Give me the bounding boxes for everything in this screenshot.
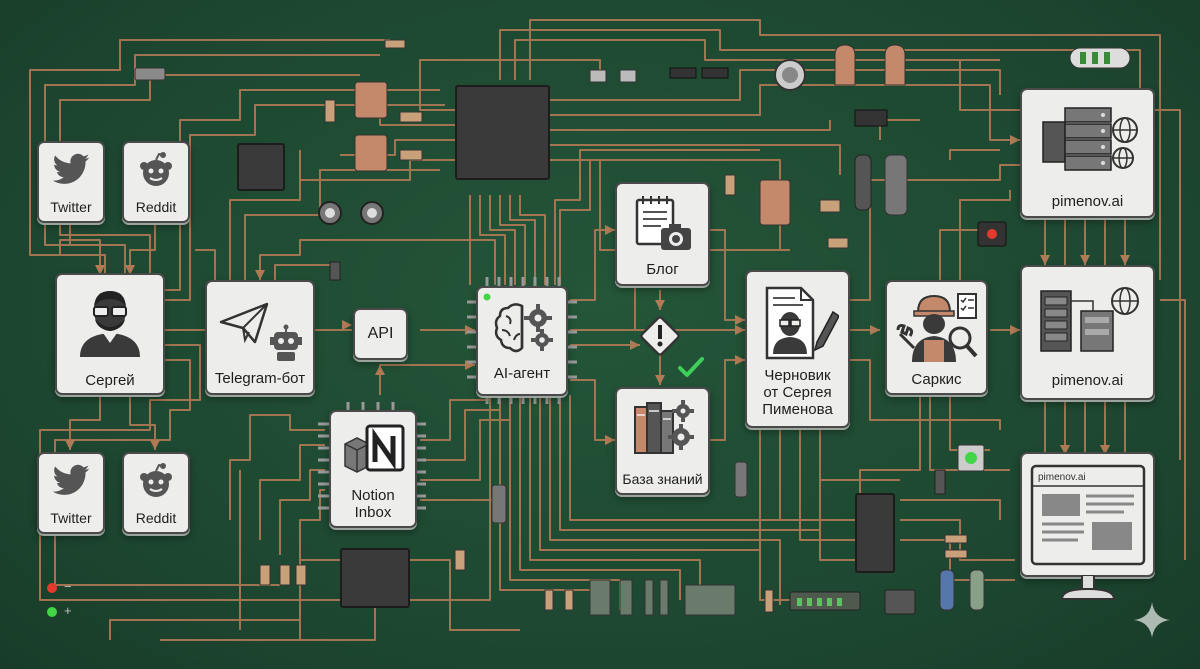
reddit-source-bottom[interactable]: Reddit (122, 452, 190, 534)
legend-minus: − (64, 579, 72, 594)
site-server-mid-node[interactable]: pimenov.ai (1020, 265, 1155, 400)
sarkis-node[interactable]: Саркис (885, 280, 988, 395)
draft-label-line1: Черновик (764, 367, 831, 384)
document-pen-portrait-icon (765, 286, 839, 360)
twitter-bird-icon (52, 464, 90, 495)
monitor-stand (1060, 575, 1116, 600)
notion-inbox-node[interactable]: Notion Inbox (329, 410, 417, 528)
knowledge-base-node[interactable]: База знаний (615, 387, 710, 495)
sergey-label: Сергей (85, 372, 135, 389)
knowledge-base-label: База знаний (622, 471, 703, 487)
blog-node[interactable]: Блог (615, 182, 710, 286)
status-led-icon (483, 293, 491, 301)
notion-label-line1: Notion (351, 487, 395, 504)
ai-agent-chip-frame (467, 277, 577, 404)
twitter-label-top: Twitter (50, 199, 92, 215)
legend-leds (47, 583, 57, 617)
robot-icon (270, 324, 302, 361)
browser-monitor-node[interactable]: pimenov.ai (1020, 452, 1155, 577)
server-globe-icon (1042, 107, 1138, 171)
browser-window-icon (1030, 464, 1146, 566)
server-globe-icon (1040, 287, 1139, 352)
small-chip-top-left (237, 143, 285, 191)
ai-agent-node[interactable]: AI-агент (476, 286, 568, 396)
sarkis-label: Саркис (911, 371, 962, 388)
telegram-bot-node[interactable]: Telegram-бот (205, 280, 315, 395)
twitter-source-bottom[interactable]: Twitter (37, 452, 105, 534)
draft-label-line3: Пименова (762, 401, 833, 418)
books-gear-icon (634, 400, 694, 454)
site-server-top-node[interactable]: pimenov.ai (1020, 88, 1155, 218)
reddit-source-top[interactable]: Reddit (122, 141, 190, 223)
smd-components (134, 39, 1131, 616)
paper-plane-icon (219, 302, 269, 344)
twitter-bird-icon (52, 153, 90, 184)
sergey-node[interactable]: Сергей (55, 273, 165, 395)
api-node[interactable]: API (353, 308, 408, 360)
sparkle-icon (1134, 602, 1170, 638)
blog-label: Блог (646, 261, 679, 278)
site-top-label: pimenov.ai (1051, 193, 1124, 210)
twitter-label-bottom: Twitter (50, 510, 92, 526)
brain-gears-icon (494, 303, 553, 353)
reddit-alien-icon (140, 152, 172, 186)
reddit-label-bottom: Reddit (135, 510, 177, 526)
ic-chip-right (855, 493, 895, 573)
main-processor-chip (455, 85, 550, 180)
ai-agent-chip-pins (467, 277, 577, 404)
api-label: API (367, 325, 394, 342)
legend-plus: + (64, 603, 72, 618)
reddit-alien-icon (140, 463, 172, 497)
engineer-wrench-magnifier-icon (896, 293, 978, 362)
telegram-bot-label: Telegram-бот (214, 370, 306, 387)
browser-url-text: pimenov.ai (1038, 472, 1086, 483)
notepad-camera-icon (635, 196, 691, 250)
notion-n-icon (344, 424, 405, 473)
twitter-source-top[interactable]: Twitter (37, 141, 105, 223)
draft-label-line2: от Сергея (763, 384, 832, 401)
reddit-label-top: Reddit (135, 199, 177, 215)
warning-diamond-icon (640, 316, 680, 356)
check-icon (678, 357, 704, 377)
site-mid-label: pimenov.ai (1051, 372, 1124, 389)
man-with-glasses-avatar-icon (80, 291, 140, 357)
ai-agent-label: AI-агент (493, 365, 551, 382)
draft-node[interactable]: Черновик от Сергея Пименова (745, 270, 850, 428)
notion-label-line2: Inbox (354, 504, 392, 521)
small-chip-bottom (340, 548, 410, 608)
